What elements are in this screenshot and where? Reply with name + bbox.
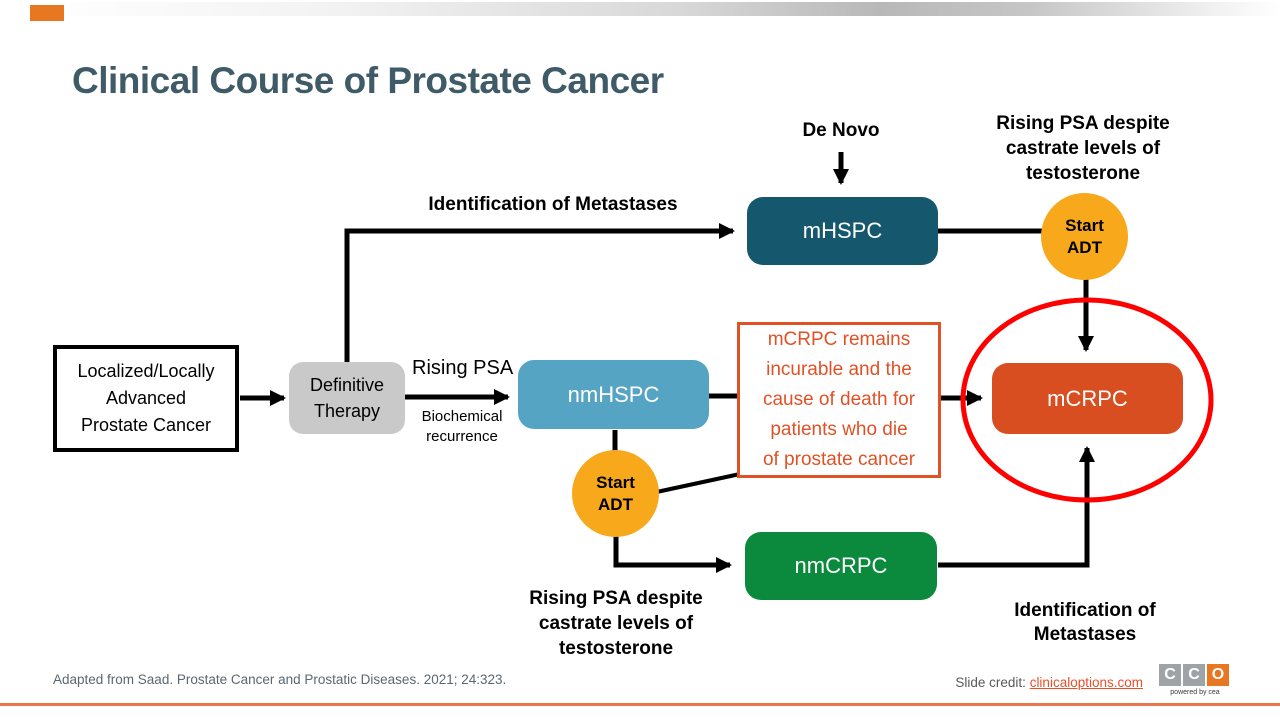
node-mhspc: mHSPC (747, 197, 938, 265)
reference-citation: Adapted from Saad. Prostate Cancer and P… (53, 672, 507, 687)
label-de-novo: De Novo (802, 120, 880, 141)
brand-accent-square (30, 5, 64, 21)
mcrpc-note-box: mCRPC remains incurable and the cause of… (737, 322, 941, 478)
node-localized: Localized/Locally Advanced Prostate Canc… (53, 345, 239, 452)
page-title: Clinical Course of Prostate Cancer (72, 60, 664, 101)
arrow-nmcrpc-to-mcrpc (938, 446, 1095, 568)
label-identification-of-metastases-top: Identification of Metastases (428, 194, 678, 215)
slide-credit: Slide credit: clinicaloptions.com (955, 675, 1143, 690)
slide-credit-label: Slide credit: (955, 675, 1030, 690)
label-biochemical-recurrence: Biochemical recurrence (421, 408, 503, 445)
label-identification-of-metastases-bottom: Identification of Metastases (1014, 600, 1156, 645)
footer-accent-rule (0, 703, 1280, 706)
cco-logo-letter-c1: C (1159, 664, 1181, 686)
header-gradient-strip (30, 2, 1280, 16)
clinicaloptions-link[interactable]: clinicaloptions.com (1029, 675, 1143, 690)
node-definitive-therapy: Definitive Therapy (289, 362, 405, 434)
label-rising-psa-castrate-top: Rising PSA despite castrate levels of te… (996, 113, 1170, 184)
node-mcrpc: mCRPC (992, 363, 1183, 434)
arrow-adt-to-nmcrpc (613, 530, 732, 573)
node-start-adt-top: Start ADT (1041, 193, 1128, 280)
node-nmhspc: nmHSPC (518, 360, 709, 429)
cco-logo-letter-c2: C (1183, 664, 1205, 686)
line-adt-diagonal (651, 472, 741, 495)
node-nmcrpc: nmCRPC (745, 532, 937, 600)
label-rising-psa-castrate-bottom: Rising PSA despite castrate levels of te… (529, 588, 703, 659)
arrow-branch-to-mhspc (344, 223, 735, 363)
cco-logo-letter-o: O (1207, 664, 1229, 686)
cco-logo: C C O (1159, 664, 1229, 686)
node-start-adt-bottom: Start ADT (572, 450, 659, 537)
label-rising-psa: Rising PSA (412, 357, 514, 379)
cco-logo-tagline: powered by cea (1170, 689, 1220, 696)
